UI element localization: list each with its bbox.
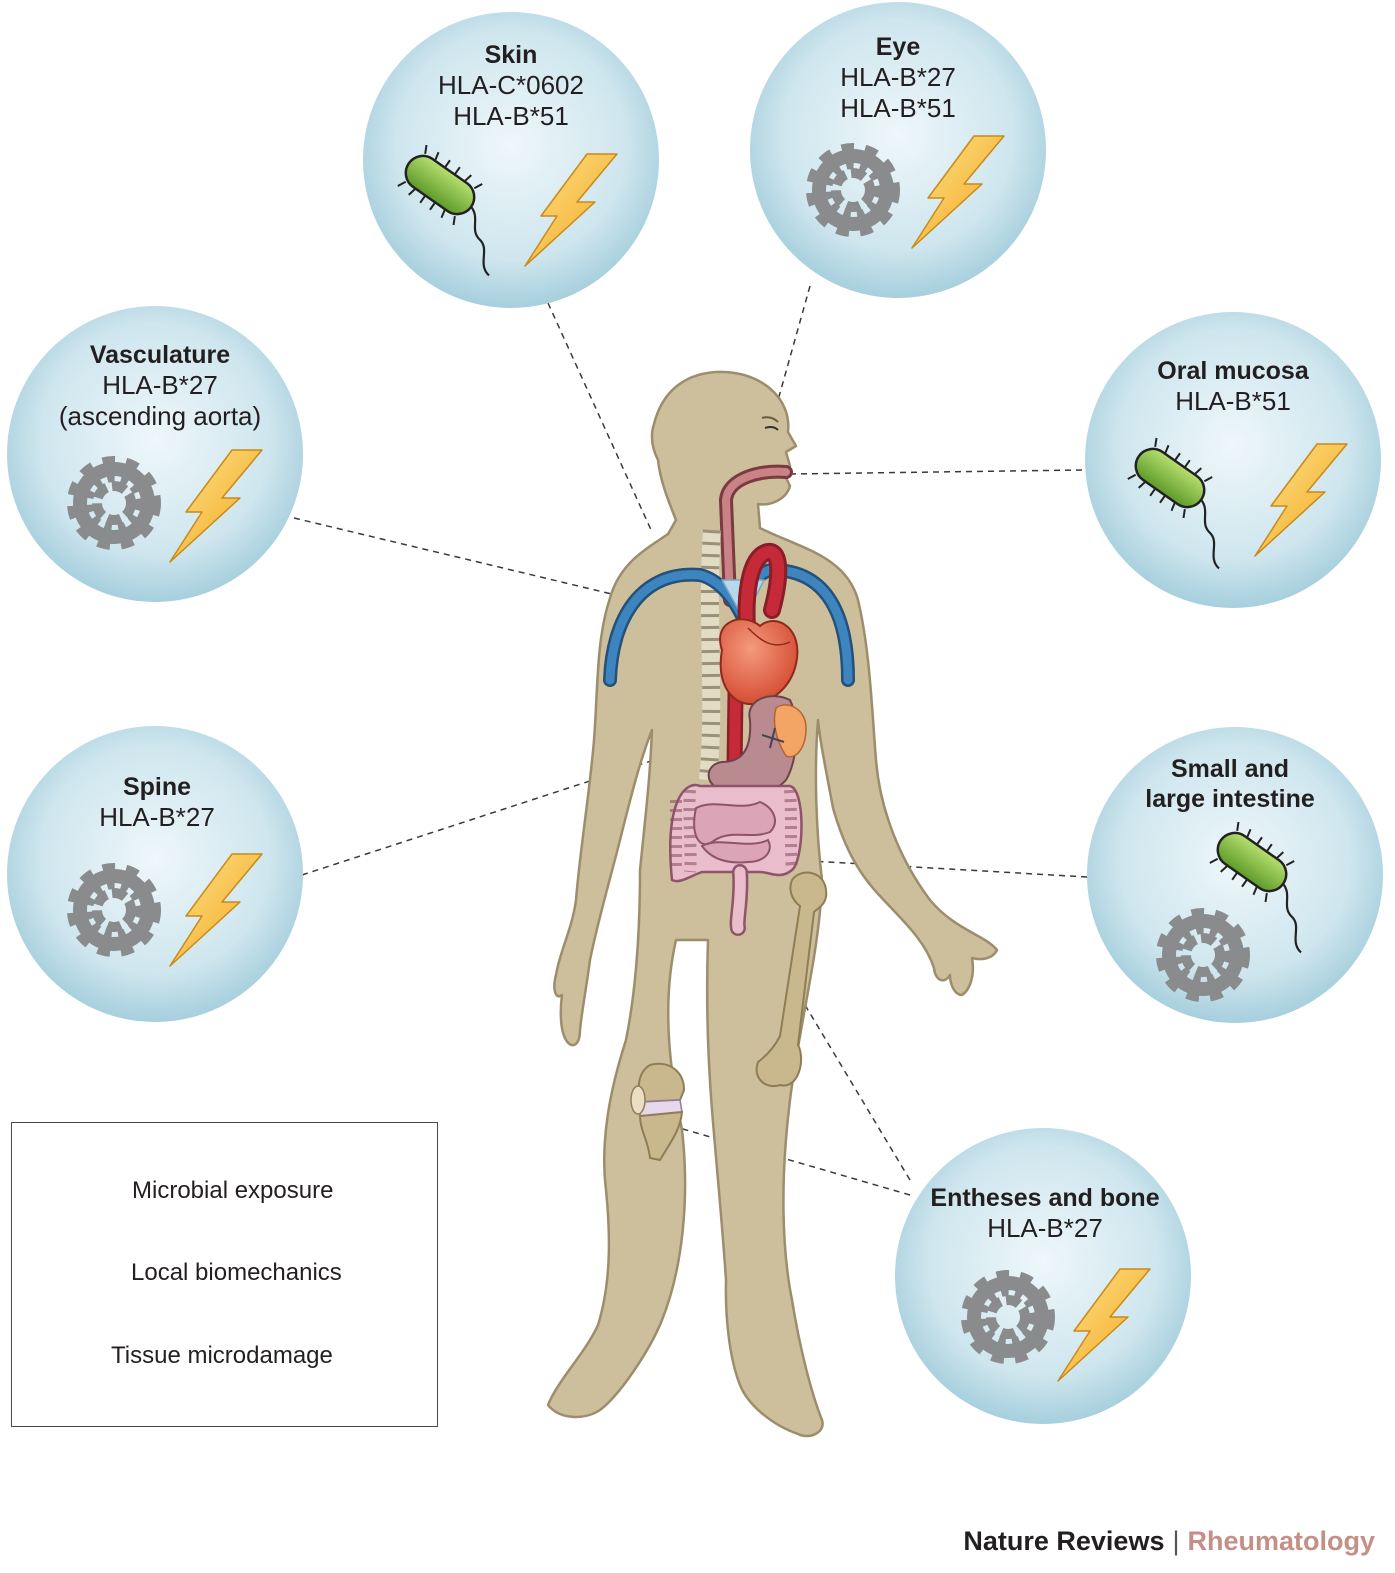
- leader-line-oral-mucosa: [789, 469, 1083, 475]
- intestines: [669, 783, 803, 936]
- credit-separator: |: [1172, 1526, 1180, 1556]
- legend: [11, 1122, 438, 1427]
- site-title: Skin: [484, 41, 538, 69]
- journal-name: Rheumatology: [1187, 1526, 1375, 1556]
- spleen: [773, 704, 807, 758]
- heart: [719, 618, 799, 706]
- site-title: Spine: [122, 773, 192, 801]
- hla-allele: HLA-B*51: [1175, 386, 1291, 416]
- knee-joint: [630, 1062, 686, 1162]
- site-title-line2: large intestine: [1145, 785, 1315, 813]
- site-label-intestine: Small and large intestine: [1110, 754, 1350, 814]
- bubble-spine: [7, 726, 303, 1022]
- bubble-oral-mucosa: [1085, 312, 1381, 608]
- hla-allele: HLA-B*27: [987, 1213, 1103, 1243]
- face-profile: [761, 416, 779, 423]
- journal-credit: Nature Reviews|Rheumatology: [963, 1526, 1375, 1557]
- site-label-eye: Eye HLA-B*27 HLA-B*51: [787, 32, 1009, 124]
- spine-column: [699, 529, 721, 781]
- leader-line-entheses-knee: [675, 1126, 911, 1196]
- bubble-vasculature: [7, 306, 303, 602]
- leader-line-eye: [772, 285, 811, 419]
- legend-label-microdamage: Tissue microdamage: [111, 1342, 333, 1369]
- hla-allele: HLA-C*0602: [438, 70, 584, 100]
- hla-note: (ascending aorta): [58, 401, 262, 431]
- site-title: Small and: [1170, 755, 1290, 783]
- bubble-eye: [750, 2, 1046, 298]
- hla-allele: HLA-B*27: [840, 62, 956, 92]
- leader-line-skin: [547, 302, 653, 533]
- hla-allele: HLA-B*51: [840, 93, 956, 123]
- leader-line-spine: [301, 744, 701, 876]
- site-label-vasculature: Vasculature HLA-B*27 (ascending aorta): [30, 340, 290, 432]
- leader-line-entheses-femur: [795, 989, 911, 1181]
- publisher-name: Nature Reviews: [963, 1526, 1165, 1556]
- site-label-oral-mucosa: Oral mucosa HLA-B*51: [1122, 356, 1344, 417]
- site-title: Oral mucosa: [1157, 357, 1309, 385]
- femur: [755, 871, 828, 1088]
- site-title: Vasculature: [89, 341, 231, 369]
- hla-allele: HLA-B*27: [102, 370, 218, 400]
- leader-line-vasculature: [293, 517, 713, 619]
- hla-allele: HLA-B*51: [453, 101, 569, 131]
- legend-label-microbial: Microbial exposure: [132, 1177, 334, 1204]
- site-label-skin: Skin HLA-C*0602 HLA-B*51: [400, 40, 622, 132]
- veins: [603, 562, 855, 687]
- eye-mark: [764, 425, 779, 431]
- bubble-entheses: [895, 1128, 1191, 1424]
- site-label-spine: Spine HLA-B*27: [46, 772, 268, 833]
- human-body: [546, 370, 999, 1438]
- site-title: Entheses and bone: [930, 1184, 1160, 1212]
- bubble-intestine: [1087, 727, 1383, 1023]
- site-title: Eye: [875, 33, 921, 61]
- bubble-skin: [363, 12, 659, 308]
- site-label-entheses: Entheses and bone HLA-B*27: [905, 1183, 1185, 1244]
- legend-label-biomechanics: Local biomechanics: [131, 1259, 342, 1286]
- hla-allele: HLA-B*27: [99, 802, 215, 832]
- body-silhouette: [546, 370, 999, 1438]
